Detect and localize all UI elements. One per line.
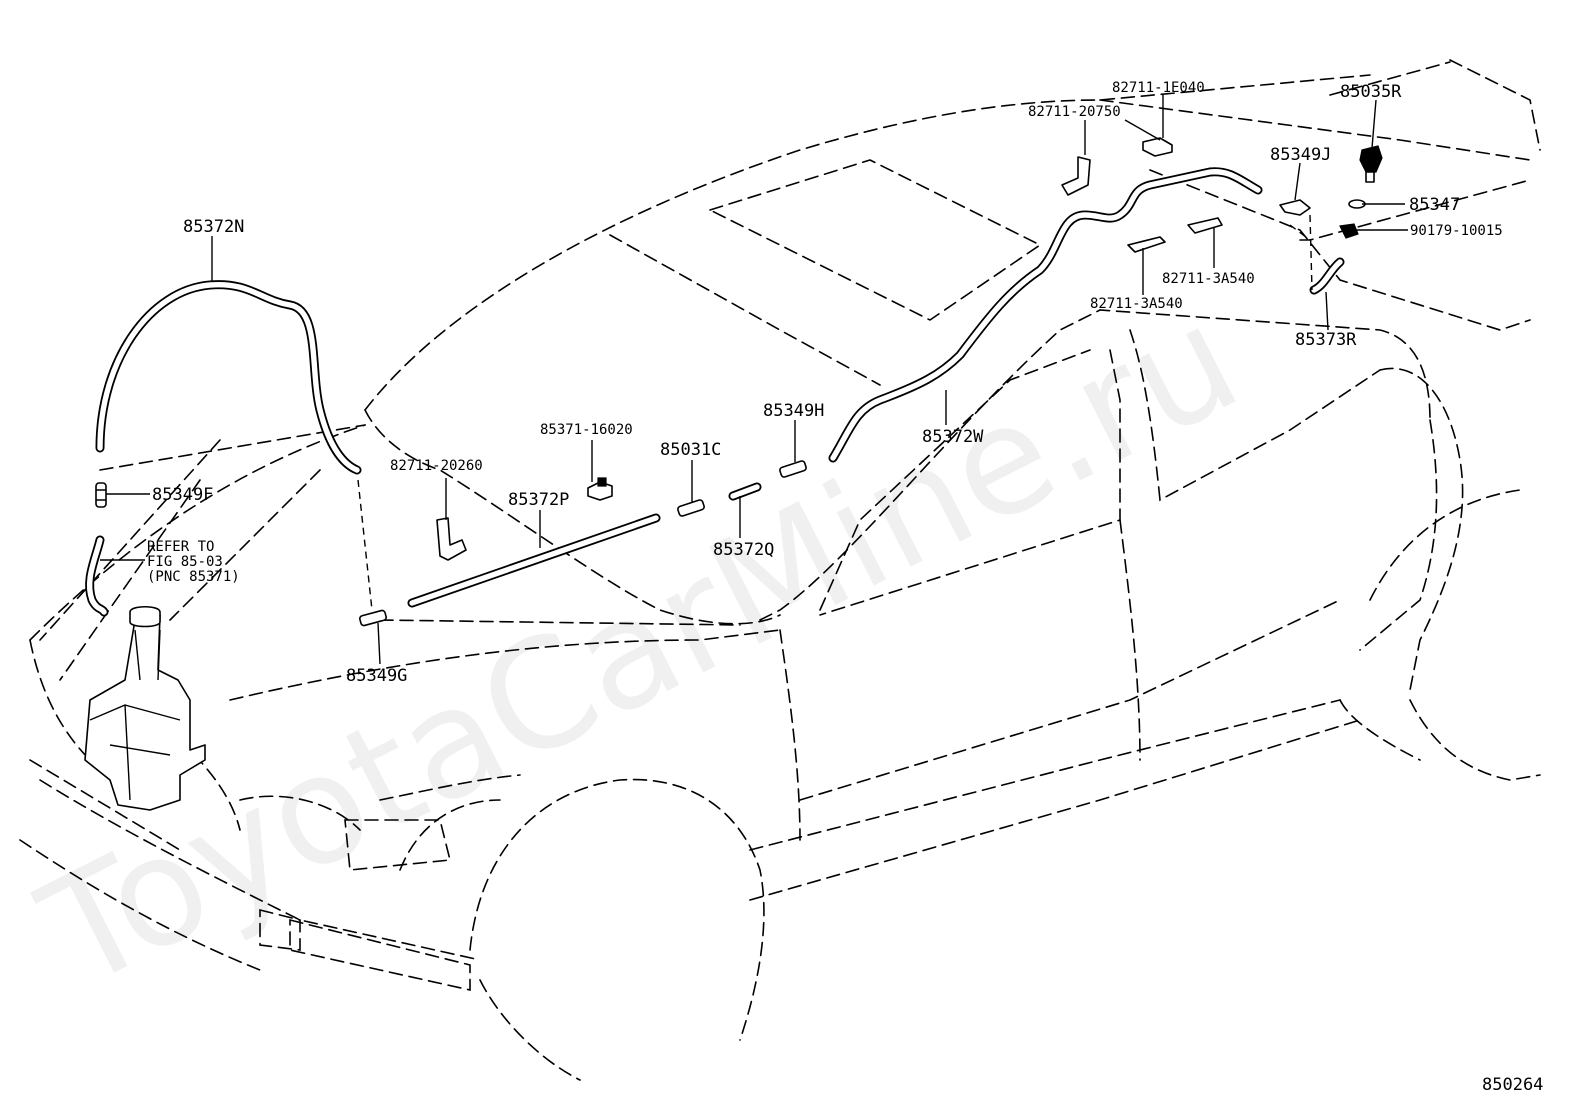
label-90179-10015: 90179-10015 [1410, 223, 1503, 239]
nozzle-85371-16020 [587, 477, 613, 501]
label-85031C: 85031C [660, 440, 721, 460]
label-85372W: 85372W [922, 427, 984, 447]
clamp-82711-1E040 [1142, 137, 1173, 157]
label-82711-1E040: 82711-1E040 [1112, 80, 1205, 96]
label-82711-3A540-a: 82711-3A540 [1162, 271, 1255, 287]
hose-85373R [1309, 257, 1345, 295]
label-85349H: 85349H [763, 401, 824, 421]
watermark: ToyotaCarMine.ru [16, 272, 1263, 1022]
car-body-outline [19, 59, 1541, 1081]
label-refer-line1: REFER TO [147, 539, 214, 555]
label-85372P: 85372P [508, 490, 569, 510]
label-85372Q: 85372Q [713, 540, 774, 560]
figure-code: 850264 [1482, 1075, 1543, 1095]
label-85347: 85347 [1409, 195, 1460, 215]
label-refer-line3: (PNC 85371) [147, 569, 240, 585]
connector-85349J [1279, 199, 1311, 216]
connection-guides [357, 214, 1313, 611]
clamp-82711-20260 [436, 517, 467, 561]
label-85035R: 85035R [1340, 82, 1402, 102]
label-85373R: 85373R [1295, 330, 1357, 350]
label-85372N: 85372N [183, 217, 244, 237]
label-refer-line2: FIG 85-03 [147, 554, 223, 570]
hose-85372N [95, 280, 362, 475]
label-85349F: 85349F [152, 485, 213, 505]
part-labels: 85035R 82711-1E040 82711-20750 85349J 85… [147, 80, 1543, 1095]
clamp-82711-3A540-a [1127, 236, 1166, 253]
leader-lines [100, 95, 1408, 665]
connector-85349G [359, 609, 387, 627]
clamp-82711-20750 [1061, 156, 1091, 196]
connector-85349F [95, 482, 107, 508]
nozzle-85035R [1359, 145, 1383, 183]
label-82711-20750: 82711-20750 [1028, 104, 1121, 120]
washer-tank [84, 605, 206, 811]
label-85349J: 85349J [1270, 145, 1331, 165]
hose-small-85349F-lower [85, 535, 109, 617]
label-82711-20260: 82711-20260 [390, 458, 483, 474]
connector-85349H [779, 460, 807, 478]
valve-85031C [677, 499, 705, 517]
hose-85372Q [728, 482, 762, 501]
label-85349G: 85349G [346, 666, 407, 686]
clamp-82711-3A540-b [1187, 217, 1223, 234]
hose-85372W [828, 167, 1263, 463]
label-82711-3A540-b: 82711-3A540 [1090, 296, 1183, 312]
label-85371-16020: 85371-16020 [540, 422, 633, 438]
hose-85372P [407, 513, 661, 608]
clip-90179-10015 [1339, 223, 1359, 239]
